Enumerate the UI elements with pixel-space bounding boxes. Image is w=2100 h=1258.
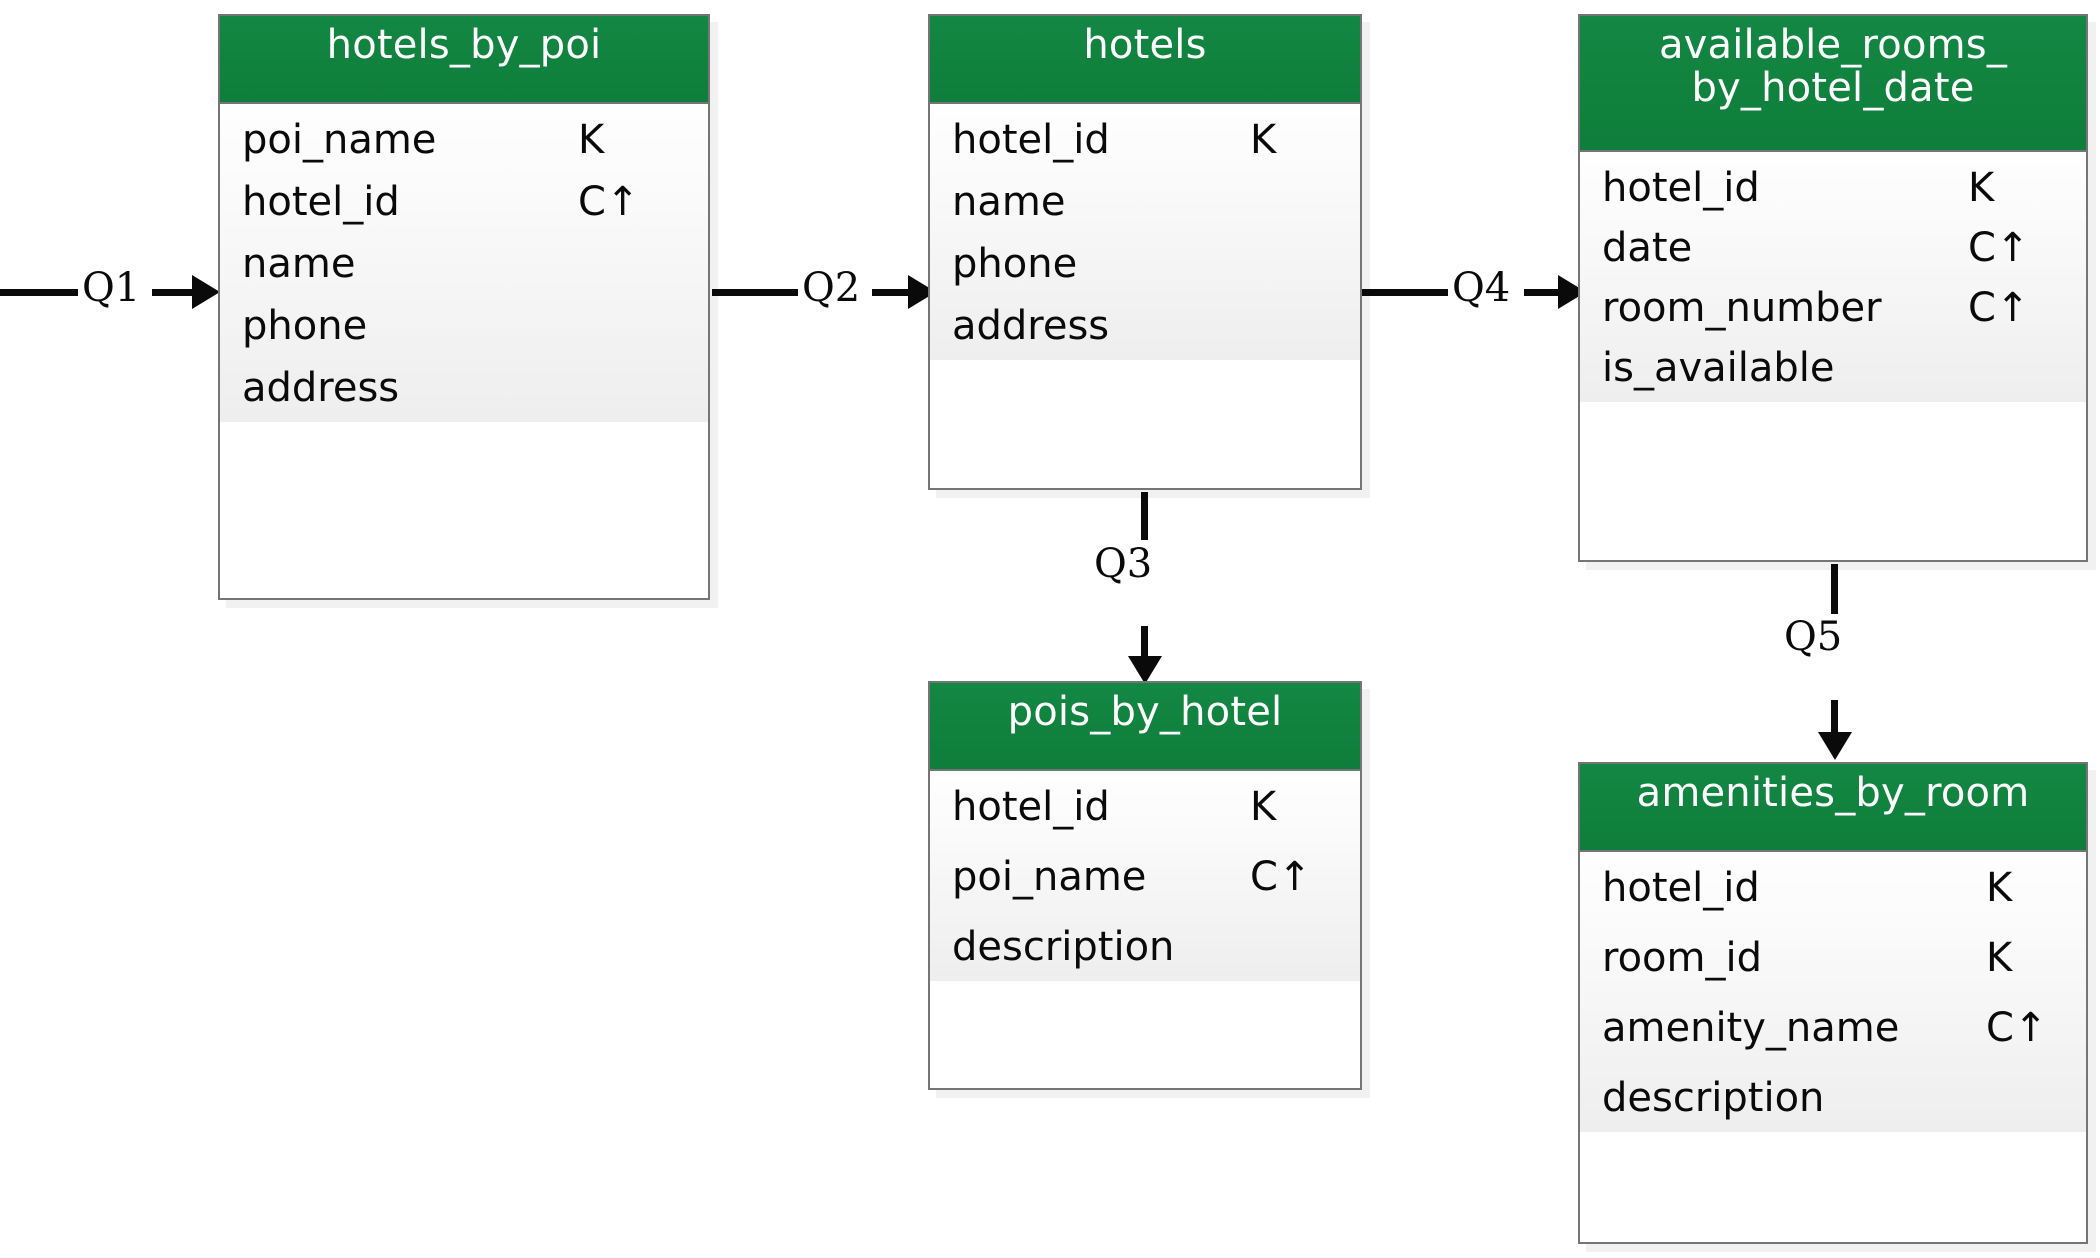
column-name: amenity_name: [1602, 1005, 1900, 1051]
entity-columns-available-rooms-by-hotel-date: hotel_id K date C↑ room_number C↑ is_ava…: [1580, 152, 2086, 402]
column-row: date C↑: [1580, 228, 2086, 268]
column-name: phone: [952, 241, 1078, 287]
entity-columns-amenities-by-room: hotel_id K room_id K amenity_name C↑ des…: [1580, 852, 2086, 1132]
connector-q3-arrowhead-icon: [1128, 656, 1162, 684]
column-key-flag: C↑: [1968, 225, 2030, 271]
connector-q5-arrowhead-icon: [1818, 732, 1852, 760]
column-key-flag: K: [1968, 165, 1995, 211]
connector-q2-label: Q2: [802, 265, 861, 311]
column-row: phone: [220, 306, 708, 346]
entity-columns-hotels-by-poi: poi_name K hotel_id C↑ name phone addres…: [220, 104, 708, 422]
column-name: hotel_id: [242, 179, 400, 225]
column-name: hotel_id: [952, 784, 1110, 830]
column-key-flag: C↑: [1250, 854, 1312, 900]
column-row: poi_name K: [220, 120, 708, 160]
entity-hotels-by-poi[interactable]: hotels_by_poi poi_name K hotel_id C↑ nam…: [218, 14, 710, 600]
column-row: description: [930, 927, 1360, 967]
column-name: name: [952, 179, 1066, 225]
column-key-flag: K: [1250, 784, 1277, 830]
connector-q5-line-top: [1831, 564, 1838, 614]
column-row: room_id K: [1580, 938, 2086, 978]
connector-q4-line-right: [1524, 289, 1564, 296]
column-row: room_number C↑: [1580, 288, 2086, 328]
column-row: hotel_id K: [1580, 868, 2086, 908]
connector-q5-label: Q5: [1784, 614, 1843, 660]
column-key-flag: C↑: [1968, 285, 2030, 331]
entity-title-hotels-by-poi: hotels_by_poi: [220, 16, 708, 104]
column-key-flag: C↑: [1986, 1005, 2048, 1051]
connector-q4-label: Q4: [1452, 265, 1511, 311]
column-row: hotel_id K: [930, 787, 1360, 827]
column-row: address: [220, 368, 708, 408]
column-name: hotel_id: [1602, 165, 1760, 211]
entity-amenities-by-room[interactable]: amenities_by_room hotel_id K room_id K a…: [1578, 762, 2088, 1244]
column-name: poi_name: [952, 854, 1147, 900]
column-name: description: [952, 924, 1175, 970]
column-name: hotel_id: [1602, 865, 1760, 911]
entity-title-hotels: hotels: [930, 16, 1360, 104]
column-row: poi_name C↑: [930, 857, 1360, 897]
connector-q1-line-right: [152, 289, 196, 296]
column-name: room_number: [1602, 285, 1882, 331]
column-name: address: [952, 303, 1110, 349]
column-name: name: [242, 241, 356, 287]
connector-q5-line-bottom: [1831, 700, 1838, 736]
connector-q4-line-left: [1362, 289, 1448, 296]
entity-title-available-rooms-by-hotel-date: available_rooms_ by_hotel_date: [1580, 16, 2086, 152]
column-key-flag: K: [578, 117, 605, 163]
column-key-flag: C↑: [578, 179, 640, 225]
column-row: hotel_id C↑: [220, 182, 708, 222]
column-row: amenity_name C↑: [1580, 1008, 2086, 1048]
entity-title-amenities-by-room: amenities_by_room: [1580, 764, 2086, 852]
column-row: hotel_id K: [930, 120, 1360, 160]
column-row: name: [220, 244, 708, 284]
column-name: date: [1602, 225, 1693, 271]
column-key-flag: K: [1250, 117, 1277, 163]
entity-columns-pois-by-hotel: hotel_id K poi_name C↑ description: [930, 771, 1360, 981]
connector-q2-line-left: [712, 289, 798, 296]
column-name: poi_name: [242, 117, 437, 163]
connector-q1-label: Q1: [82, 265, 141, 311]
connector-q1-line-left: [0, 289, 78, 296]
column-key-flag: K: [1986, 865, 2013, 911]
connector-q3-label: Q3: [1094, 541, 1153, 587]
connector-q3-line-bottom: [1141, 626, 1148, 660]
entity-available-rooms-by-hotel-date[interactable]: available_rooms_ by_hotel_date hotel_id …: [1578, 14, 2088, 562]
connector-q2-line-right: [872, 289, 914, 296]
column-name: description: [1602, 1075, 1825, 1121]
column-name: room_id: [1602, 935, 1762, 981]
column-row: is_available: [1580, 348, 2086, 388]
column-name: address: [242, 365, 400, 411]
column-row: address: [930, 306, 1360, 346]
column-row: hotel_id K: [1580, 168, 2086, 208]
column-row: name: [930, 182, 1360, 222]
column-row: phone: [930, 244, 1360, 284]
column-name: is_available: [1602, 345, 1835, 391]
column-row: description: [1580, 1078, 2086, 1118]
entity-columns-hotels: hotel_id K name phone address: [930, 104, 1360, 360]
column-key-flag: K: [1986, 935, 2013, 981]
entity-title-pois-by-hotel: pois_by_hotel: [930, 683, 1360, 771]
connector-q3-line-top: [1141, 492, 1148, 540]
column-name: phone: [242, 303, 368, 349]
entity-hotels[interactable]: hotels hotel_id K name phone address: [928, 14, 1362, 490]
entity-pois-by-hotel[interactable]: pois_by_hotel hotel_id K poi_name C↑ des…: [928, 681, 1362, 1090]
connector-q1-arrowhead-icon: [192, 275, 220, 309]
column-name: hotel_id: [952, 117, 1110, 163]
